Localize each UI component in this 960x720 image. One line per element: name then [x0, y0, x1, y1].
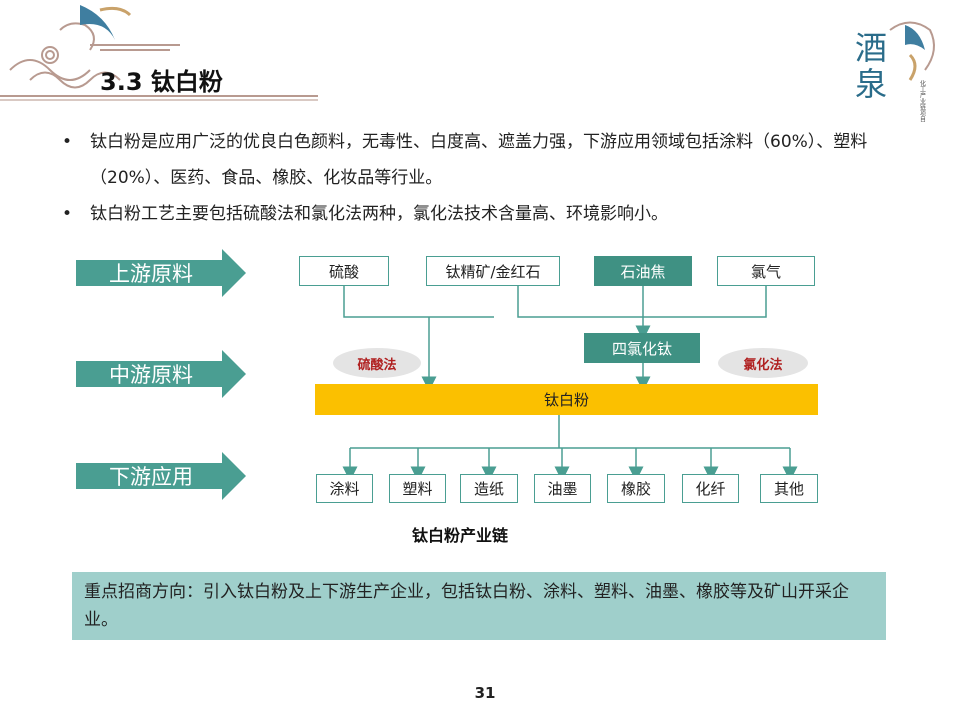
downstream-box: 塑料 [389, 474, 446, 503]
product-bar: 钛白粉 [315, 384, 818, 415]
downstream-box: 其他 [760, 474, 818, 503]
logo-calligraphy: 酒泉 [854, 29, 887, 103]
svg-text:化工产业链项目: 化工产业链项目 [919, 79, 926, 123]
stage-arrow-upstream: 上游原料 [76, 249, 246, 297]
downstream-box: 涂料 [316, 474, 373, 503]
diagram-caption: 钛白粉产业链 [412, 526, 509, 545]
bullet-marker: • [62, 132, 73, 152]
decorative-cloud-ornament [0, 5, 318, 101]
upstream-box-highlight: 石油焦 [594, 256, 692, 286]
stage-arrow-downstream: 下游应用 [76, 452, 246, 500]
upstream-box: 钛精矿/金红石 [426, 256, 560, 286]
downstream-box: 化纤 [682, 474, 739, 503]
process-label-chloride: 氯化法 [718, 348, 808, 378]
bullet-text: 钛白粉工艺主要包括硫酸法和氯化法两种，氯化法技术含量高、环境影响小。 [90, 204, 668, 224]
stage-label: 中游原料 [109, 363, 193, 387]
stage-label: 上游原料 [109, 262, 193, 286]
upstream-box: 氯气 [717, 256, 815, 286]
intermediate-box: 四氯化钛 [584, 333, 700, 363]
stage-label: 下游应用 [109, 465, 193, 489]
stage-arrow-midstream: 中游原料 [76, 350, 246, 398]
downstream-box: 油墨 [534, 474, 591, 503]
downstream-box: 造纸 [460, 474, 518, 503]
page-number: 31 [474, 684, 496, 702]
process-label-sulfuric: 硫酸法 [333, 348, 421, 378]
bullet-marker: • [62, 204, 73, 224]
page-title: 3.3 钛白粉 [100, 68, 223, 96]
bullet-text: 钛白粉是应用广泛的优良白色颜料，无毒性、白度高、遮盖力强，下游应用领域包括涂料（… [90, 132, 868, 188]
logo-figure-illustration: 化工产业链项目 [889, 21, 935, 123]
recommendation-note: 重点招商方向：引入钛白粉及上下游生产企业，包括钛白粉、涂料、塑料、油墨、橡胶等及… [72, 572, 886, 640]
downstream-box: 橡胶 [607, 474, 665, 503]
upstream-box: 硫酸 [299, 256, 389, 286]
